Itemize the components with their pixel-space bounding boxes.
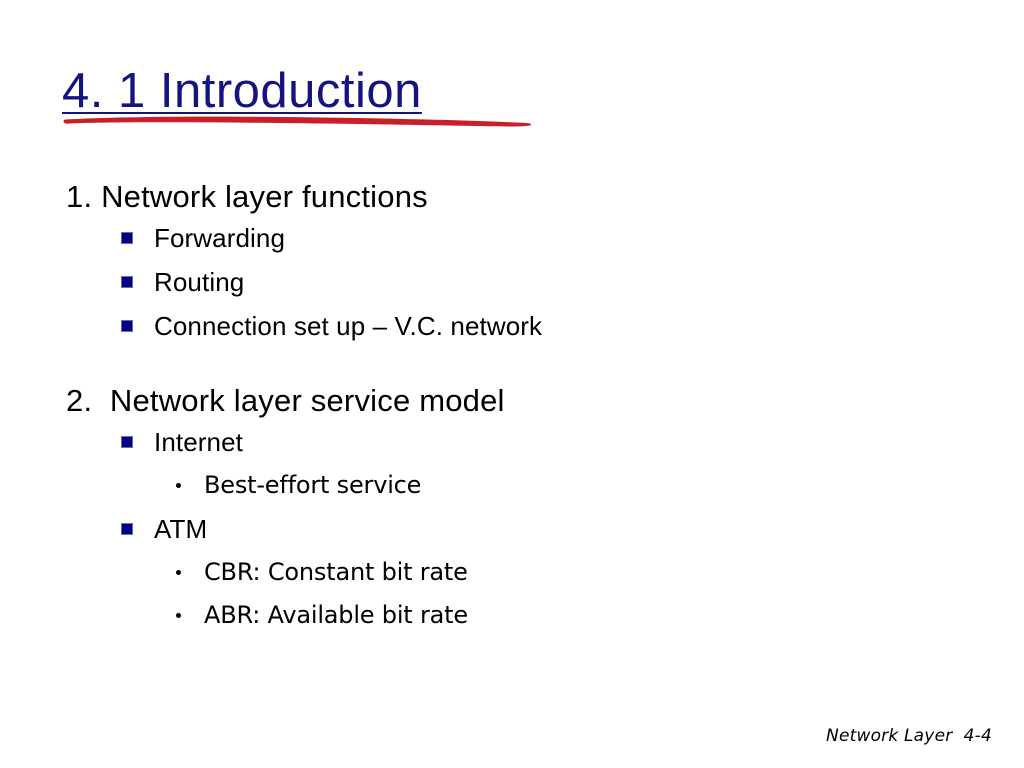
- square-bullet-icon: [122, 233, 132, 243]
- list-item: Best-effort service: [172, 464, 1024, 507]
- list-item-label: ATM: [154, 514, 208, 544]
- list-item: Connection set up – V.C. network: [120, 304, 1024, 348]
- outline-heading-1: 1. Network layer functions: [66, 179, 428, 214]
- list-item-label: Routing: [154, 267, 245, 297]
- list-item-label: Forwarding: [154, 223, 286, 253]
- list-item-label: Internet: [154, 427, 243, 457]
- slide-body: 1. Network layer functions Forwarding Ro…: [0, 178, 1024, 637]
- outline-heading-2: 2. Network layer service model: [66, 383, 505, 418]
- list-item-label: Connection set up – V.C. network: [154, 311, 543, 341]
- list-item: Forwarding: [120, 216, 1024, 260]
- list-item: ABR: Available bit rate: [172, 594, 1024, 637]
- list-item: Routing: [120, 260, 1024, 304]
- square-bullet-icon: [122, 277, 132, 287]
- slide-footer: Network Layer 4-4: [826, 726, 992, 746]
- page-title: 4. 1 Introduction: [62, 64, 422, 118]
- list-item-label: CBR: Constant bit rate: [204, 558, 468, 586]
- square-bullet-icon: [122, 321, 132, 331]
- section-spacer: [0, 348, 1024, 382]
- dot-bullet-icon: [176, 570, 181, 575]
- list-item-label: ABR: Available bit rate: [204, 601, 468, 629]
- square-bullet-icon: [122, 437, 132, 447]
- dot-bullet-icon: [176, 613, 181, 618]
- list-item: Internet: [120, 420, 1024, 464]
- square-bullet-icon: [122, 524, 132, 534]
- dot-bullet-icon: [176, 483, 181, 488]
- list-item: CBR: Constant bit rate: [172, 551, 1024, 594]
- list-item-label: Best-effort service: [204, 471, 422, 499]
- list-item: ATM: [120, 507, 1024, 551]
- slide-title-block: 4. 1 Introduction: [62, 64, 762, 134]
